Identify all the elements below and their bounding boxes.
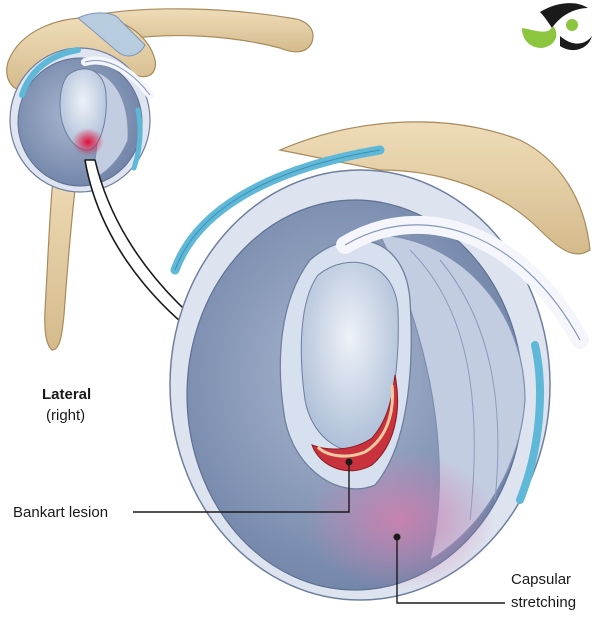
capsular-leader-line — [396, 537, 505, 604]
brand-logo-icon — [522, 3, 592, 51]
bankart-leader-line — [133, 462, 350, 513]
leader-lines — [133, 458, 505, 604]
bankart-lesion — [311, 374, 399, 472]
overview-cartilage — [19, 47, 81, 98]
overview-lesion — [72, 128, 104, 156]
scapula-bone — [44, 159, 79, 351]
side-label: (right) — [46, 407, 86, 424]
view-label: Lateral — [42, 386, 92, 403]
capsular-stretching-label-line2: stretching — [511, 594, 577, 611]
coracoacromial-ligament — [77, 12, 146, 57]
bankart-lesion-label: Bankart lesion — [13, 504, 109, 521]
clavicle-bone — [93, 8, 314, 53]
overview-shoulder — [6, 8, 314, 351]
detail-shoulder — [169, 121, 591, 601]
capsular-stretching-label-line1: Capsular — [511, 571, 572, 588]
detail-cartilage-right — [516, 341, 544, 504]
